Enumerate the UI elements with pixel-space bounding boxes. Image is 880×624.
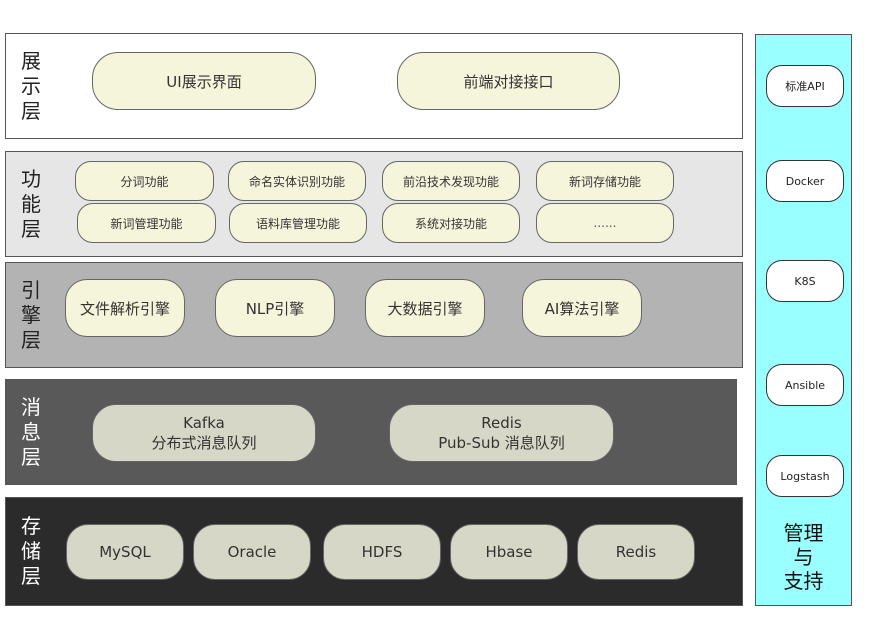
pill-redis-pubsub: Redis Pub-Sub 消息队列: [389, 404, 614, 462]
layer-title: 引 擎 层: [16, 263, 46, 367]
pill-label-line2: 分布式消息队列: [151, 434, 257, 452]
pill-label: 命名实体识别功能: [248, 174, 345, 189]
side-pill-label: Ansible: [784, 378, 826, 392]
pill-label: 新词管理功能: [110, 216, 183, 231]
pill-segmentation: 分词功能: [75, 161, 214, 201]
pill-label: UI展示界面: [166, 72, 242, 91]
side-pill-k8s: K8S: [766, 260, 844, 302]
pill-nlp-engine: NLP引擎: [215, 279, 335, 337]
layer-title-char: 层: [21, 444, 41, 469]
side-pill-docker: Docker: [766, 160, 844, 202]
layer-title-char: 层: [21, 564, 41, 588]
side-pill-ansible: Ansible: [766, 364, 844, 406]
pill-file-parsing-engine: 文件解析引擎: [65, 279, 185, 337]
layer-title-char: 储: [21, 539, 41, 563]
layer-title-char: 息: [21, 419, 41, 444]
sidebar-title-line: 与: [793, 545, 814, 569]
pill-label: 文件解析引擎: [79, 299, 170, 318]
pill-label: Redis: [615, 543, 657, 561]
sidebar-management-support: 标准API Docker K8S Ansible Logstash 管理 与 支…: [755, 34, 852, 606]
side-pill-label: Docker: [785, 174, 825, 188]
side-pill-standard-api: 标准API: [766, 65, 844, 107]
pill-label-line2: Pub-Sub 消息队列: [438, 434, 565, 452]
layer-title-char: 功: [21, 166, 41, 191]
layer-title-char: 层: [21, 327, 41, 352]
layer-function: 功 能 层 分词功能 命名实体识别功能 前沿技术发现功能 新词存储功能 新词管理…: [5, 151, 743, 257]
sidebar-title: 管理 与 支持: [756, 521, 851, 593]
layer-presentation: 展 示 层 UI展示界面 前端对接接口: [5, 33, 743, 139]
pill-label: Oracle: [227, 543, 277, 561]
pill-ai-algorithm-engine: AI算法引擎: [522, 279, 642, 337]
layer-title-char: 引: [21, 277, 41, 302]
layer-title-char: 存: [21, 514, 41, 538]
pill-oracle: Oracle: [193, 524, 311, 580]
layer-title-char: 层: [21, 216, 41, 241]
pill-kafka: Kafka 分布式消息队列: [92, 404, 316, 462]
pill-mysql: MySQL: [66, 524, 184, 580]
pill-hdfs: HDFS: [323, 524, 441, 580]
pill-big-data-engine: 大数据引擎: [365, 279, 485, 337]
layer-storage: 存 储 层 MySQL Oracle HDFS Hbase Redis: [5, 497, 743, 606]
pill-hbase: Hbase: [450, 524, 568, 580]
layer-title-char: 擎: [21, 302, 41, 327]
pill-corpus-management: 语料库管理功能: [229, 203, 367, 243]
pill-ner: 命名实体识别功能: [228, 161, 366, 201]
layer-title: 功 能 层: [16, 152, 46, 256]
side-pill-label: 标准API: [785, 80, 825, 93]
pill-frontier-tech: 前沿技术发现功能: [382, 161, 520, 201]
pill-label: HDFS: [361, 543, 403, 561]
pill-label: NLP引擎: [245, 299, 305, 318]
pill-new-word-storage: 新词存储功能: [536, 161, 674, 201]
pill-label: 分词功能: [120, 174, 169, 189]
pill-label: 前端对接接口: [463, 72, 554, 91]
layer-title: 存 储 层: [16, 498, 46, 605]
layer-title-char: 展: [21, 48, 41, 73]
pill-label: 大数据引擎: [387, 299, 463, 318]
side-pill-label: Logstash: [780, 469, 830, 483]
pill-label: Hbase: [485, 543, 533, 561]
pill-redis: Redis: [577, 524, 695, 580]
layer-title: 展 示 层: [16, 34, 46, 138]
pill-label-line1: Kafka: [183, 414, 225, 432]
layer-message: 消 息 层 Kafka 分布式消息队列 Redis Pub-Sub 消息队列: [5, 379, 737, 485]
layer-title: 消 息 层: [16, 380, 46, 484]
pill-label: MySQL: [99, 543, 151, 561]
pill-label: ......: [593, 216, 617, 230]
pill-label: AI算法引擎: [544, 299, 620, 318]
layer-title-char: 示: [21, 73, 41, 98]
pill-label-line1: Redis: [481, 414, 522, 432]
pill-ui-display: UI展示界面: [92, 52, 316, 110]
sidebar-title-line: 管理: [783, 521, 824, 545]
pill-system-integration: 系统对接功能: [382, 203, 520, 243]
pill-label: 新词存储功能: [568, 174, 641, 189]
side-pill-logstash: Logstash: [766, 455, 844, 497]
side-pill-label: K8S: [794, 274, 816, 288]
pill-more: ......: [536, 203, 674, 243]
layer-title-char: 能: [21, 191, 41, 216]
layer-title-char: 消: [21, 394, 41, 419]
pill-label: 系统对接功能: [414, 216, 487, 231]
pill-label: 前沿技术发现功能: [402, 174, 499, 189]
pill-label: 语料库管理功能: [255, 216, 340, 231]
layer-title-char: 层: [21, 98, 41, 123]
pill-frontend-interface: 前端对接接口: [397, 52, 620, 110]
sidebar-title-line: 支持: [783, 569, 824, 593]
pill-new-word-management: 新词管理功能: [77, 203, 216, 243]
layer-engine: 引 擎 层 文件解析引擎 NLP引擎 大数据引擎 AI算法引擎: [5, 262, 743, 368]
